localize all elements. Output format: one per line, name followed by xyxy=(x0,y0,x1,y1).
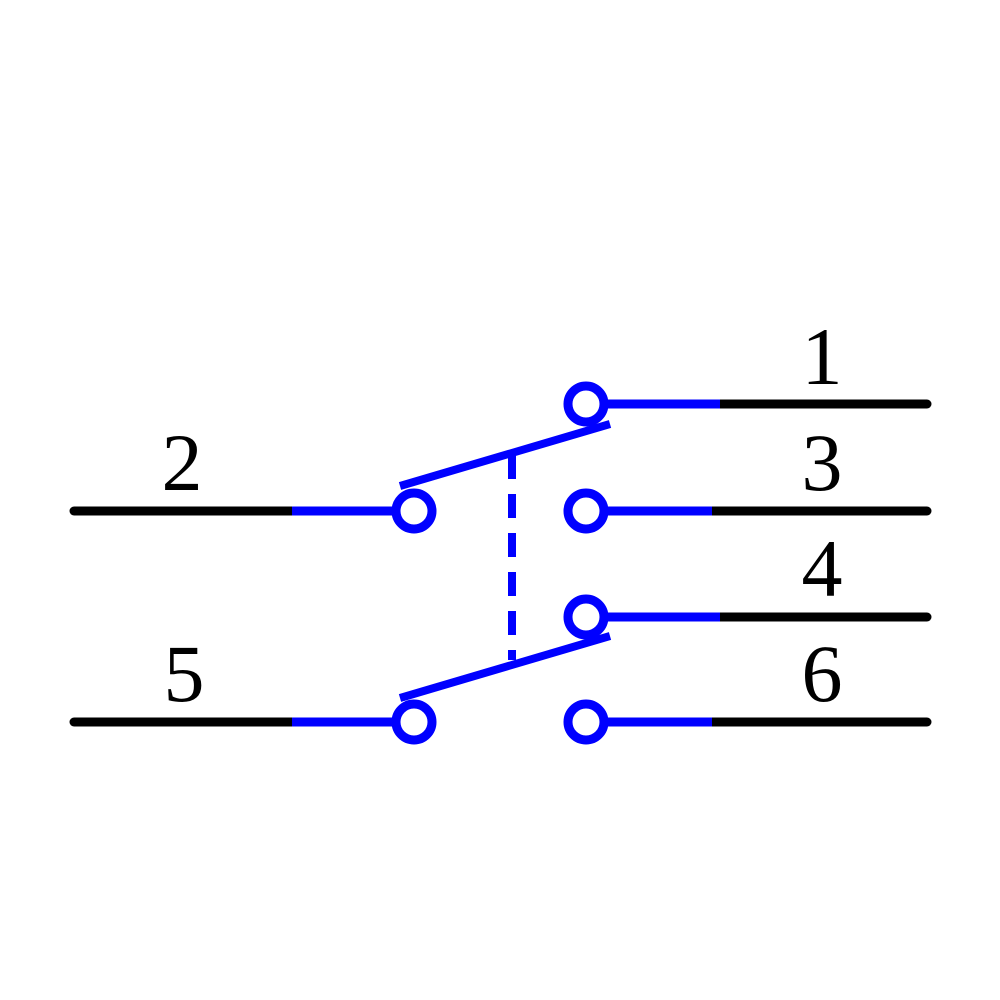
pin-1-contact xyxy=(563,381,609,427)
pin-5-label: 5 xyxy=(164,628,205,719)
pin-6-label: 6 xyxy=(802,628,843,719)
pin-3-contact xyxy=(563,488,609,534)
pin-6-contact xyxy=(563,699,609,745)
pin-2-label: 2 xyxy=(162,417,203,508)
pin-1-label: 1 xyxy=(802,311,843,402)
lower-pole-lever xyxy=(398,632,612,702)
pin-4-label: 4 xyxy=(802,523,843,614)
pin-5-contact xyxy=(391,699,437,745)
pin-2-contact xyxy=(391,488,437,534)
pin-3-label: 3 xyxy=(802,417,843,508)
pin-4-contact xyxy=(563,594,609,640)
upper-pole-lever xyxy=(398,420,612,490)
